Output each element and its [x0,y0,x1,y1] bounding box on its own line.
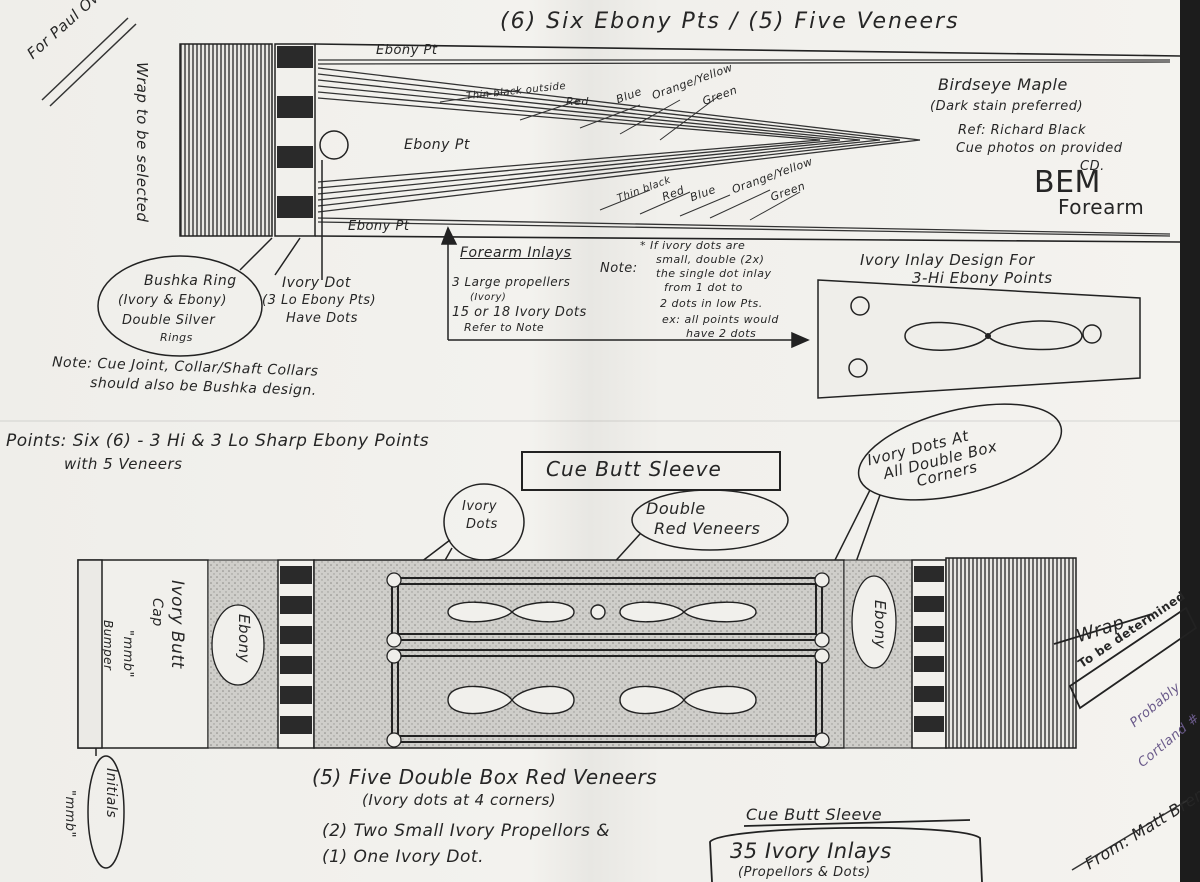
initials-value: "mmb" [62,790,77,839]
forearm-inlays-heading: Forearm Inlays [460,245,572,261]
double-red-callout-1: Double [646,499,706,518]
veneer-label-red-top: Red [566,95,589,108]
wrap-section [179,43,273,237]
from-note-lines [1071,799,1189,871]
propeller-inlays [447,601,757,715]
ebony-point-label-2: Ebony Pt [404,137,470,153]
double-box-veneers [391,577,823,743]
forearm-inlays-line-4: Refer to Note [464,321,545,334]
inlay-count-1: 35 Ivory Inlays [730,839,892,863]
forearm-inlays-box [440,226,810,349]
sleeve-box-label: Cue Butt Sleeve [546,457,722,481]
ebony-right-label: Ebony [871,600,889,650]
inlay-design-title-1: Ivory Inlay Design For [860,251,1035,269]
lower-point-veneers [317,139,1171,237]
bottom-note-3: (2) Two Small Ivory Propellors & [322,821,610,841]
background-edge [1180,0,1200,882]
wood-note-line-1: Birdseye Maple [938,75,1068,94]
bumper-label-2: Bumper [101,620,115,671]
bushka-ring [274,43,316,237]
veneer-leader-lines [439,89,801,221]
wrap-lower [945,557,1077,749]
ivory-dots-callout-1: Ivory [462,499,498,514]
forearm-note-label: Note: [600,261,638,276]
wood-note-line-5: CD. [1080,159,1105,174]
forearm-inlays-line-2: (Ivory) [470,292,507,303]
forearm-inlays-line-3: 15 or 18 Ivory Dots [452,305,587,320]
sleeve-label-box [521,451,781,491]
ivory-dot-note-2: (3 Lo Ebony Pts) [262,293,377,308]
ebony-point-label-1: Ebony Pt [376,43,438,58]
bottom-note-4: (1) One Ivory Dot. [322,847,484,867]
forearm-note-5: 2 dots in low Pts. [660,297,763,310]
forearm-inlays-line-1: 3 Large propellers [452,275,571,289]
bumper [77,559,103,749]
bushka-note-2: (Ivory & Ebony) [118,293,227,308]
ebony-point-label-3: Ebony Pt [348,219,410,234]
points-note-1: Points: Six (6) - 3 Hi & 3 Lo Sharp Ebon… [6,431,430,451]
paper-fold [0,420,1180,422]
initials-callout [87,748,125,869]
bushka-note-1: Bushka Ring [144,273,237,289]
inlay-count-2: (Propellors & Dots) [738,865,871,880]
bottom-note-1: (5) Five Double Box Red Veneers [312,765,658,789]
wood-note-line-4: Cue photos on provided [956,141,1123,156]
bushka-note-4: Rings [160,331,193,344]
inlay-design-title-2: 3-Hi Ebony Points [912,269,1053,287]
page-title: (6) Six Ebony Pts / (5) Five Veneers [500,9,960,34]
corner-dots [386,572,830,748]
ivory-dots-callout-2: Dots [466,517,498,532]
bottom-sleeve-drawing [77,557,1077,749]
bushka-note-3: Double Silver [122,313,216,328]
inlay-design-piece [817,279,1141,399]
forearm-note-4: from 1 dot to [664,281,743,294]
wood-note-line-3: Ref: Richard Black [958,123,1087,138]
ivory-dot [319,130,349,160]
top-cue-drawing [179,43,1181,243]
ebony-left-label: Ebony [235,614,253,664]
forearm-note-6: ex: all points would [662,313,779,326]
upper-point-veneers [317,59,1171,141]
cap-label-2: Cap [149,598,165,627]
forearm-label-bem: BEM [1034,165,1101,200]
forearm-note-3: the single dot inlay [656,267,772,280]
inlay-count-outline [709,819,983,882]
wrap-note-box [1053,606,1198,710]
forearm-note-7: have 2 dots [686,327,757,340]
forearm-note-1: * If ivory dots are [640,239,746,252]
initials-label: Initials [103,768,119,819]
bottom-note-2: (Ivory dots at 4 corners) [362,791,557,809]
wood-note-line-2: (Dark stain preferred) [930,99,1084,114]
bumper-label-1: "mmb" [120,630,135,679]
sleeve-body [313,559,845,749]
ivory-dot-note-1: Ivory Dot [282,275,351,291]
points-note-2: with 5 Veneers [64,455,183,473]
sleeve-tag: Cue Butt Sleeve [746,805,883,824]
double-red-callout-2: Red Veneers [654,519,761,538]
cap-label-1: Ivory Butt [167,580,187,669]
wrap-note: Wrap to be selected [133,62,151,223]
forearm-note-2: small, double (2x) [656,253,765,266]
corner-note-lines [41,17,137,107]
ivory-dot-note-3: Have Dots [286,311,358,326]
forearm-label: Forearm [1058,195,1145,219]
top-callouts [97,160,323,357]
